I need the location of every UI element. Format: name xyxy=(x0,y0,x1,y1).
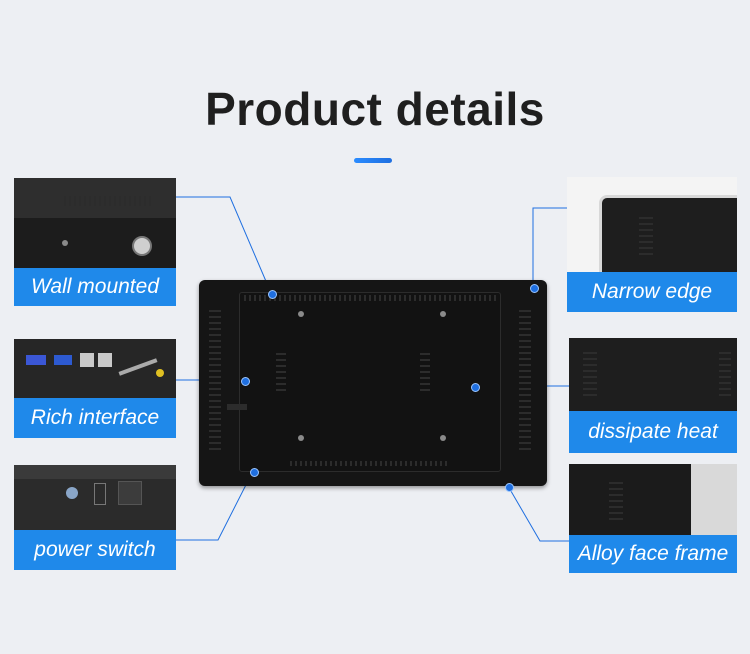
monitor-back-view xyxy=(199,280,547,486)
marker-alloy-frame xyxy=(505,483,514,492)
alloy-face-frame-label: Alloy face frame xyxy=(569,535,737,573)
title-underline xyxy=(354,158,392,163)
dissipate-heat-photo xyxy=(569,338,737,412)
marker-dissipate-heat xyxy=(471,383,480,392)
page-title: Product details xyxy=(205,83,545,135)
marker-narrow-edge xyxy=(530,284,539,293)
wall-mounted-label: Wall mounted xyxy=(14,268,176,306)
power-switch-label: power switch xyxy=(14,530,176,570)
marker-wall-mount xyxy=(268,290,277,299)
rich-interface-label: Rich interface xyxy=(14,398,176,438)
narrow-edge-photo xyxy=(567,177,737,272)
narrow-edge-label: Narrow edge xyxy=(567,272,737,312)
alloy-frame-photo xyxy=(569,464,737,536)
marker-power-switch xyxy=(250,468,259,477)
dissipate-heat-label: dissipate heat xyxy=(569,411,737,453)
power-switch-photo xyxy=(14,465,176,531)
rich-interface-photo xyxy=(14,339,176,399)
marker-interface xyxy=(241,377,250,386)
wall-mounted-photo xyxy=(14,178,176,270)
monitor-back-plate xyxy=(239,292,501,472)
